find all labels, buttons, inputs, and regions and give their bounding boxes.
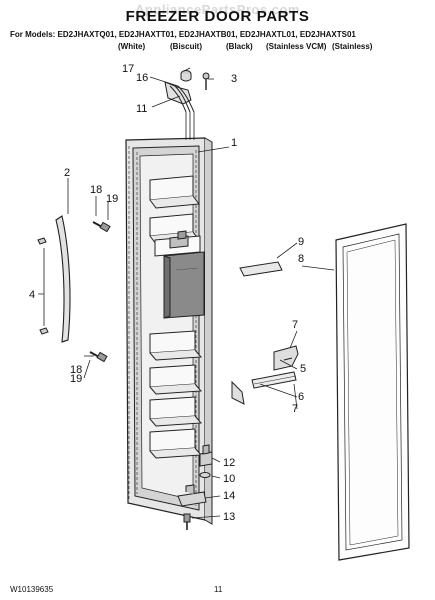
callout-13: 13 (223, 511, 235, 523)
variant-biscuit: (Biscuit) (170, 42, 202, 51)
callout-5: 5 (300, 363, 306, 375)
hinge-screw (183, 513, 191, 530)
door-handle (55, 215, 71, 343)
variant-stainless-vcm: (Stainless VCM) (266, 42, 327, 51)
shelf-trim (251, 371, 297, 389)
document-number: W10139635 (10, 585, 54, 594)
callout-17: 17 (122, 63, 134, 75)
hinge-bushing-lower (199, 444, 213, 467)
callouts: 17 16 3 11 1 2 18 19 4 18 19 9 8 7 5 6 7… (29, 63, 306, 523)
shelf-bracket-bottom (231, 380, 245, 405)
variant-white: (White) (118, 42, 146, 51)
hinge-washer (199, 472, 211, 478)
hinge-bushing (180, 70, 192, 82)
callout-7-top: 7 (292, 319, 298, 331)
callout-6: 6 (298, 391, 304, 403)
callout-11: 11 (136, 103, 147, 115)
callout-3: 3 (231, 73, 237, 85)
handle-screws (89, 221, 111, 363)
shelf-bracket-top (273, 345, 299, 371)
door-panel (125, 137, 213, 525)
callout-4: 4 (29, 289, 35, 301)
callout-9: 9 (298, 236, 304, 248)
callout-16: 16 (136, 72, 148, 84)
callout-19-top: 19 (106, 193, 118, 205)
top-screw (202, 72, 210, 90)
callout-1: 1 (231, 137, 237, 149)
wire-harness (164, 81, 195, 140)
callout-7-bottom: 7 (292, 403, 298, 415)
model-list: For Models: ED2JHAXTQ01, ED2JHAXTT01, ED… (10, 30, 356, 39)
callout-18-bottom: 18 (70, 364, 82, 376)
door-gasket (335, 223, 410, 561)
page-number: 11 (214, 585, 223, 594)
handle-studs (37, 237, 49, 335)
bottom-hinge (177, 484, 207, 507)
callout-2: 2 (64, 167, 70, 179)
trim-strip (239, 261, 283, 277)
page-title: FREEZER DOOR PARTS (125, 8, 310, 25)
callout-12: 12 (223, 457, 235, 469)
callout-10: 10 (223, 473, 235, 485)
variant-stainless: (Stainless) (332, 42, 373, 51)
variant-list: (White) (Biscuit) (Black) (Stainless VCM… (0, 42, 435, 54)
callout-19-bottom: 19 (70, 373, 82, 385)
watermark: AppliancePartsPros.com (135, 2, 300, 17)
callout-14: 14 (223, 490, 235, 502)
callout-8: 8 (298, 253, 304, 265)
callout-18-top: 18 (90, 184, 102, 196)
leader-lines (38, 67, 335, 519)
variant-black: (Black) (226, 42, 253, 51)
page-header: AppliancePartsPros.com FREEZER DOOR PART… (0, 0, 435, 56)
